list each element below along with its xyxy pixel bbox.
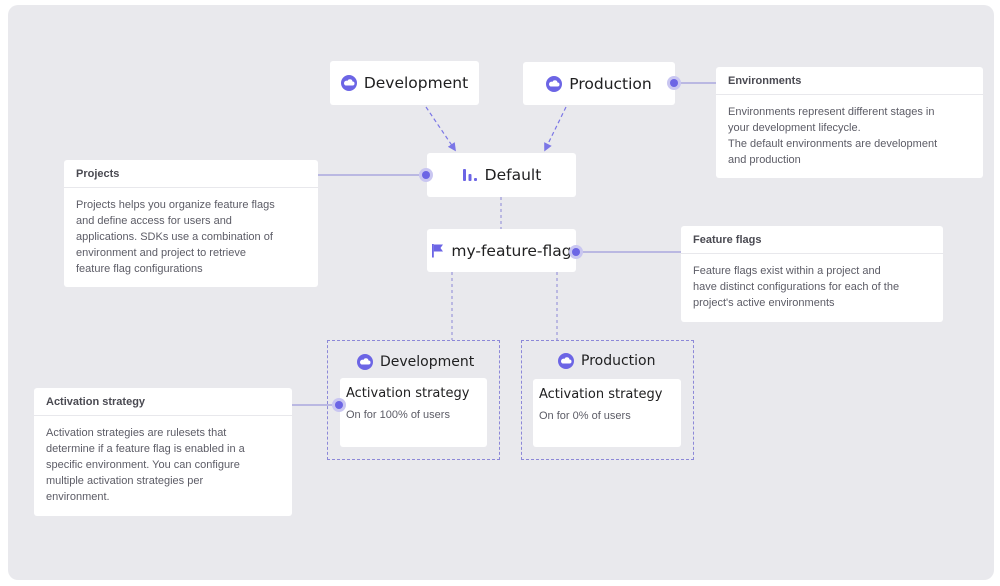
production-environment-label: Production — [558, 353, 655, 369]
note-line: feature flag configurations — [76, 263, 203, 275]
note-line: Feature flags exist within a project and — [693, 265, 881, 277]
feature-flag-node-label: my-feature-flag — [451, 241, 572, 260]
development-node[interactable]: Development — [330, 61, 479, 105]
development-strategy-card[interactable]: Activation strategy On for 100% of users — [340, 378, 487, 447]
projects-note-title: Projects — [64, 160, 318, 188]
environments-note-title: Environments — [716, 67, 983, 95]
dev-to-project-arrow — [425, 106, 456, 152]
note-line: determine if a feature flag is enabled i… — [46, 443, 245, 455]
note-line: multiple activation strategies per — [46, 475, 204, 487]
activation-strategy-note: Activation strategy Activation strategie… — [34, 388, 292, 516]
production-environment-name: Production — [581, 353, 656, 369]
cloud-icon — [340, 75, 357, 91]
activation-strategy-note-title: Activation strategy — [34, 388, 292, 416]
strategy-value: On for 100% of users — [346, 409, 450, 421]
feature-flag-node[interactable]: my-feature-flag — [427, 229, 576, 272]
projects-connector-dot — [419, 168, 433, 182]
projects-note: Projects Projects helps you organize fea… — [64, 160, 318, 287]
development-environment-name: Development — [380, 354, 475, 370]
note-line: specific environment. You can configure — [46, 459, 240, 471]
production-environment-box — [521, 340, 694, 460]
environments-note-body: Environments represent different stages … — [716, 95, 983, 168]
strategy-value: On for 0% of users — [539, 410, 631, 422]
development-environment-label: Development — [357, 354, 474, 370]
feature-flags-connector-dot — [569, 245, 583, 259]
projects-note-body: Projects helps you organize feature flag… — [64, 188, 318, 277]
feature-flags-note-title: Feature flags — [681, 226, 943, 254]
production-node[interactable]: Production — [523, 62, 675, 105]
strategy-title: Activation strategy — [346, 386, 470, 401]
cloud-icon — [558, 353, 574, 369]
note-line: have distinct configurations for each of… — [693, 281, 900, 293]
project-node-label: Default — [484, 166, 542, 184]
production-node-label: Production — [569, 74, 652, 93]
activation-connector-dot — [332, 398, 346, 412]
note-line: Projects helps you organize feature flag… — [76, 199, 275, 211]
note-line: and production — [728, 154, 801, 166]
environments-note: Environments Environments represent diff… — [716, 67, 983, 178]
note-line: environment and project to retrieve — [76, 247, 246, 259]
environments-connector-dot — [667, 76, 681, 90]
note-line: Activation strategies are rulesets that — [46, 427, 227, 439]
feature-flags-note-body: Feature flags exist within a project and… — [681, 254, 943, 311]
project-node[interactable]: Default — [427, 153, 576, 197]
development-environment-box — [327, 340, 500, 460]
cloud-icon — [546, 75, 563, 92]
note-line: environment. — [46, 491, 110, 503]
activation-strategy-note-body: Activation strategies are rulesets that … — [34, 416, 292, 505]
note-line: project's active environments — [693, 297, 835, 309]
development-node-label: Development — [363, 74, 469, 92]
note-line: your development lifecycle. — [728, 122, 861, 134]
note-line: applications. SDKs use a combination of — [76, 231, 273, 243]
prod-to-project-arrow — [544, 106, 567, 152]
production-strategy-card[interactable]: Activation strategy On for 0% of users — [533, 379, 681, 447]
flag-icon — [432, 244, 444, 258]
cloud-icon — [357, 354, 373, 370]
note-line: Environments represent different stages … — [728, 106, 935, 118]
feature-flags-note: Feature flags Feature flags exist within… — [681, 226, 943, 322]
note-line: and define access for users and — [76, 215, 232, 227]
note-line: The default environments are development — [728, 138, 938, 150]
strategy-title: Activation strategy — [539, 387, 663, 402]
bar-chart-icon — [462, 169, 477, 181]
